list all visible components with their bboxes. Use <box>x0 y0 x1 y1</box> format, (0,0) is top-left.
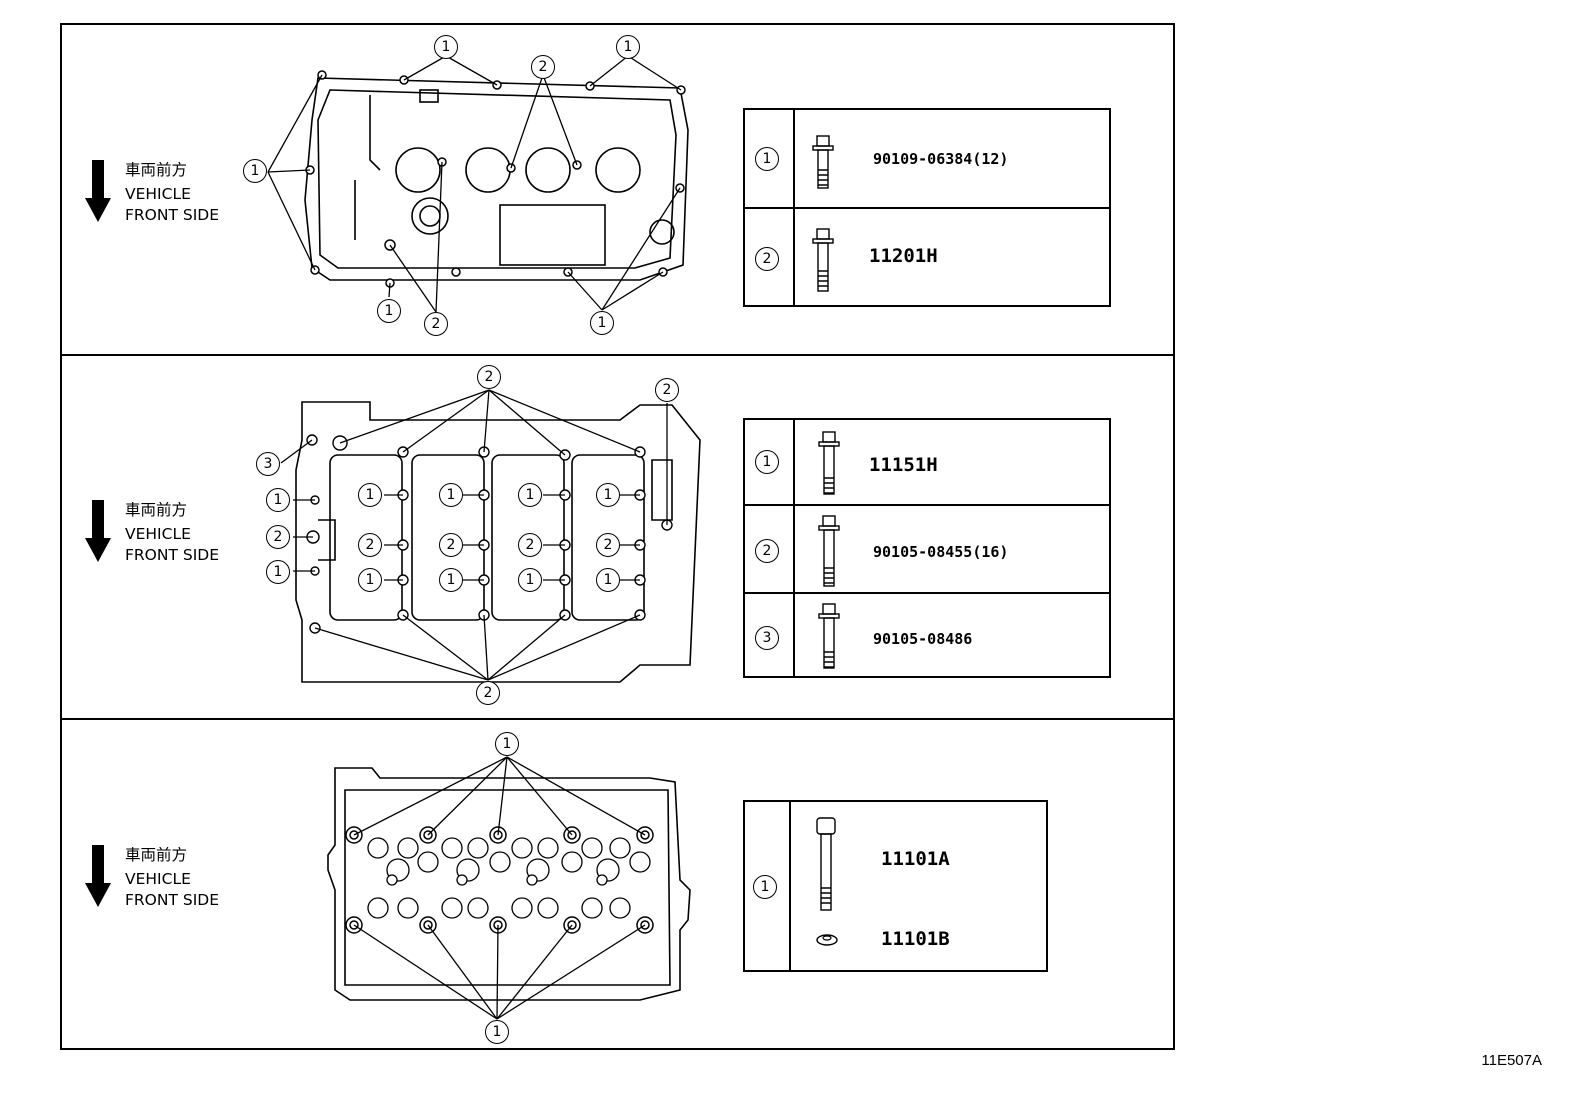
callout-marker: 1 <box>243 159 267 183</box>
callout-marker: 1 <box>596 568 620 592</box>
callout-number: 1 <box>755 147 779 171</box>
parts-table: 1 11101A 11101B <box>743 800 1048 972</box>
callout-marker: 1 <box>266 560 290 584</box>
bolt-icon <box>812 135 834 189</box>
washer-icon <box>816 934 838 946</box>
orientation-label-vehicle: VEHICLE <box>125 185 191 203</box>
part-number: 90109-06384(12) <box>873 150 1009 168</box>
callout-marker: 2 <box>477 365 501 389</box>
orientation-label-jp: 車両前方 <box>125 161 188 179</box>
orientation-label-jp: 車両前方 <box>125 501 188 519</box>
orientation-label-front-side: FRONT SIDE <box>125 546 220 564</box>
part-number: 11151H <box>869 454 938 476</box>
parts-row: 3 90105-08486 <box>745 592 1109 678</box>
callout-marker: 2 <box>596 533 620 557</box>
orientation-label-vehicle: VEHICLE <box>125 870 191 888</box>
callout-marker: 2 <box>655 378 679 402</box>
callout-marker: 2 <box>424 312 448 336</box>
part-number: 90105-08486 <box>873 630 973 648</box>
parts-table: 1 90109-06384(12) 2 11201H <box>743 108 1111 307</box>
parts-row: 1 11151H <box>745 420 1109 504</box>
callout-marker: 1 <box>518 568 542 592</box>
callout-number: 1 <box>753 875 777 899</box>
callout-marker: 1 <box>596 483 620 507</box>
orientation-label-vehicle: VEHICLE <box>125 525 191 543</box>
part-number: 11201H <box>869 245 938 267</box>
arrow-down-icon <box>85 160 111 222</box>
parts-row: 1 11101A 11101B <box>745 802 1046 970</box>
part-number: 90105-08455(16) <box>873 543 1009 561</box>
diagram-frame <box>60 23 1175 1050</box>
callout-marker: 1 <box>439 483 463 507</box>
part-number: 11101B <box>881 928 950 950</box>
callout-marker: 1 <box>434 35 458 59</box>
bolt-icon <box>812 228 834 292</box>
callout-number: 1 <box>755 450 779 474</box>
callout-marker: 2 <box>518 533 542 557</box>
callout-marker: 2 <box>476 681 500 705</box>
callout-marker: 1 <box>358 568 382 592</box>
callout-marker: 2 <box>531 55 555 79</box>
callout-marker: 1 <box>266 488 290 512</box>
arrow-down-icon <box>85 500 111 562</box>
callout-marker: 1 <box>518 483 542 507</box>
callout-marker: 2 <box>358 533 382 557</box>
orientation-label-front-side: FRONT SIDE <box>125 891 220 909</box>
callout-number: 2 <box>755 539 779 563</box>
bolt-icon <box>818 515 840 587</box>
panel-divider <box>60 354 1175 356</box>
figure-reference: 11E507A <box>1481 1052 1542 1069</box>
callout-marker: 1 <box>590 311 614 335</box>
callout-number: 2 <box>755 247 779 271</box>
callout-marker: 1 <box>377 299 401 323</box>
bolt-icon <box>818 603 840 669</box>
orientation-label-jp: 車両前方 <box>125 846 188 864</box>
callout-marker: 1 <box>439 568 463 592</box>
callout-marker: 1 <box>616 35 640 59</box>
panel-divider <box>60 718 1175 720</box>
callout-marker: 3 <box>256 452 280 476</box>
parts-row: 1 90109-06384(12) <box>745 110 1109 207</box>
callout-marker: 2 <box>439 533 463 557</box>
parts-table: 1 11151H 2 90105-08455(16) 3 90105-08486 <box>743 418 1111 678</box>
callout-marker: 2 <box>266 525 290 549</box>
callout-number: 3 <box>755 626 779 650</box>
part-number: 11101A <box>881 848 950 870</box>
parts-row: 2 11201H <box>745 207 1109 307</box>
bolt-icon <box>816 817 836 911</box>
callout-marker: 1 <box>358 483 382 507</box>
parts-row: 2 90105-08455(16) <box>745 504 1109 594</box>
callout-marker: 1 <box>495 732 519 756</box>
callout-marker: 1 <box>485 1020 509 1044</box>
orientation-label-front-side: FRONT SIDE <box>125 206 220 224</box>
arrow-down-icon <box>85 845 111 907</box>
bolt-icon <box>818 431 840 495</box>
